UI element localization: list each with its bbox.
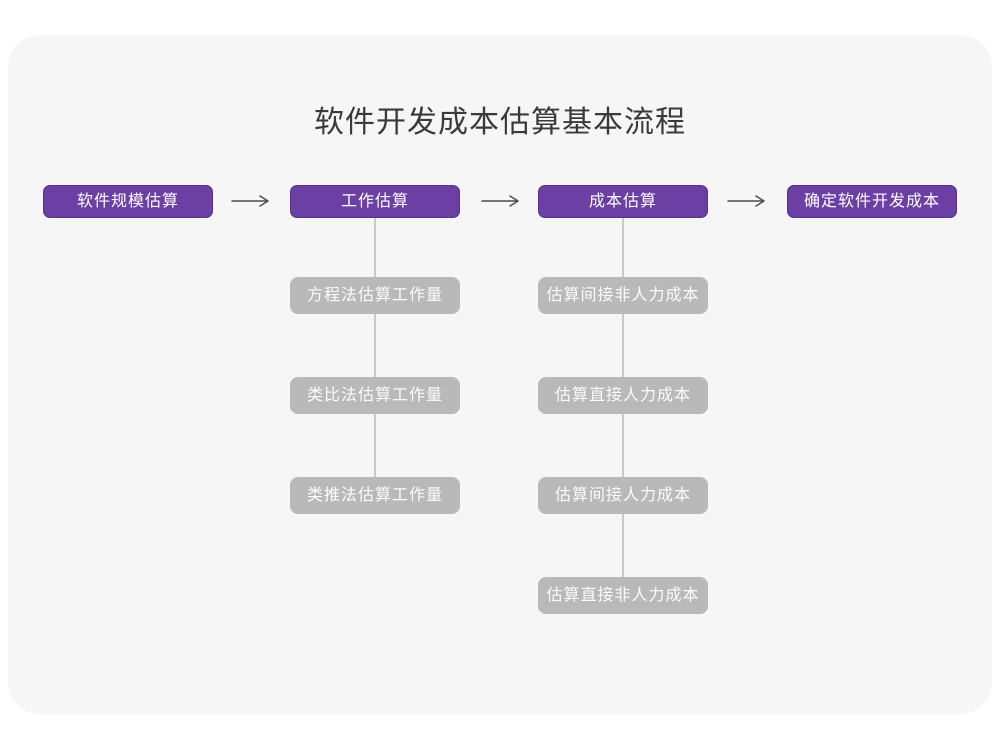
substep-indirect-nonlabor-cost: 估算间接非人力成本: [538, 277, 708, 314]
substep-extrapolation-method: 类推法估算工作量: [290, 477, 460, 514]
diagram-title: 软件开发成本估算基本流程: [314, 106, 686, 139]
right-arrow-icon: [727, 195, 765, 207]
substep-direct-nonlabor-cost: 估算直接非人力成本: [538, 577, 708, 614]
substep-equation-method: 方程法估算工作量: [290, 277, 460, 314]
substep-indirect-labor-cost: 估算间接人力成本: [538, 477, 708, 514]
connector-line-work-estimation: [374, 218, 376, 496]
stage-cost-estimation: 成本估算: [538, 185, 708, 218]
right-arrow-icon: [231, 195, 269, 207]
stage-work-estimation: 工作估算: [290, 185, 460, 218]
stage-determine-development-cost: 确定软件开发成本: [787, 185, 957, 218]
substep-direct-labor-cost: 估算直接人力成本: [538, 377, 708, 414]
diagram-panel: [8, 35, 992, 714]
right-arrow-icon: [481, 195, 519, 207]
substep-analogy-method: 类比法估算工作量: [290, 377, 460, 414]
stage-software-scale-estimation: 软件规模估算: [43, 185, 213, 218]
